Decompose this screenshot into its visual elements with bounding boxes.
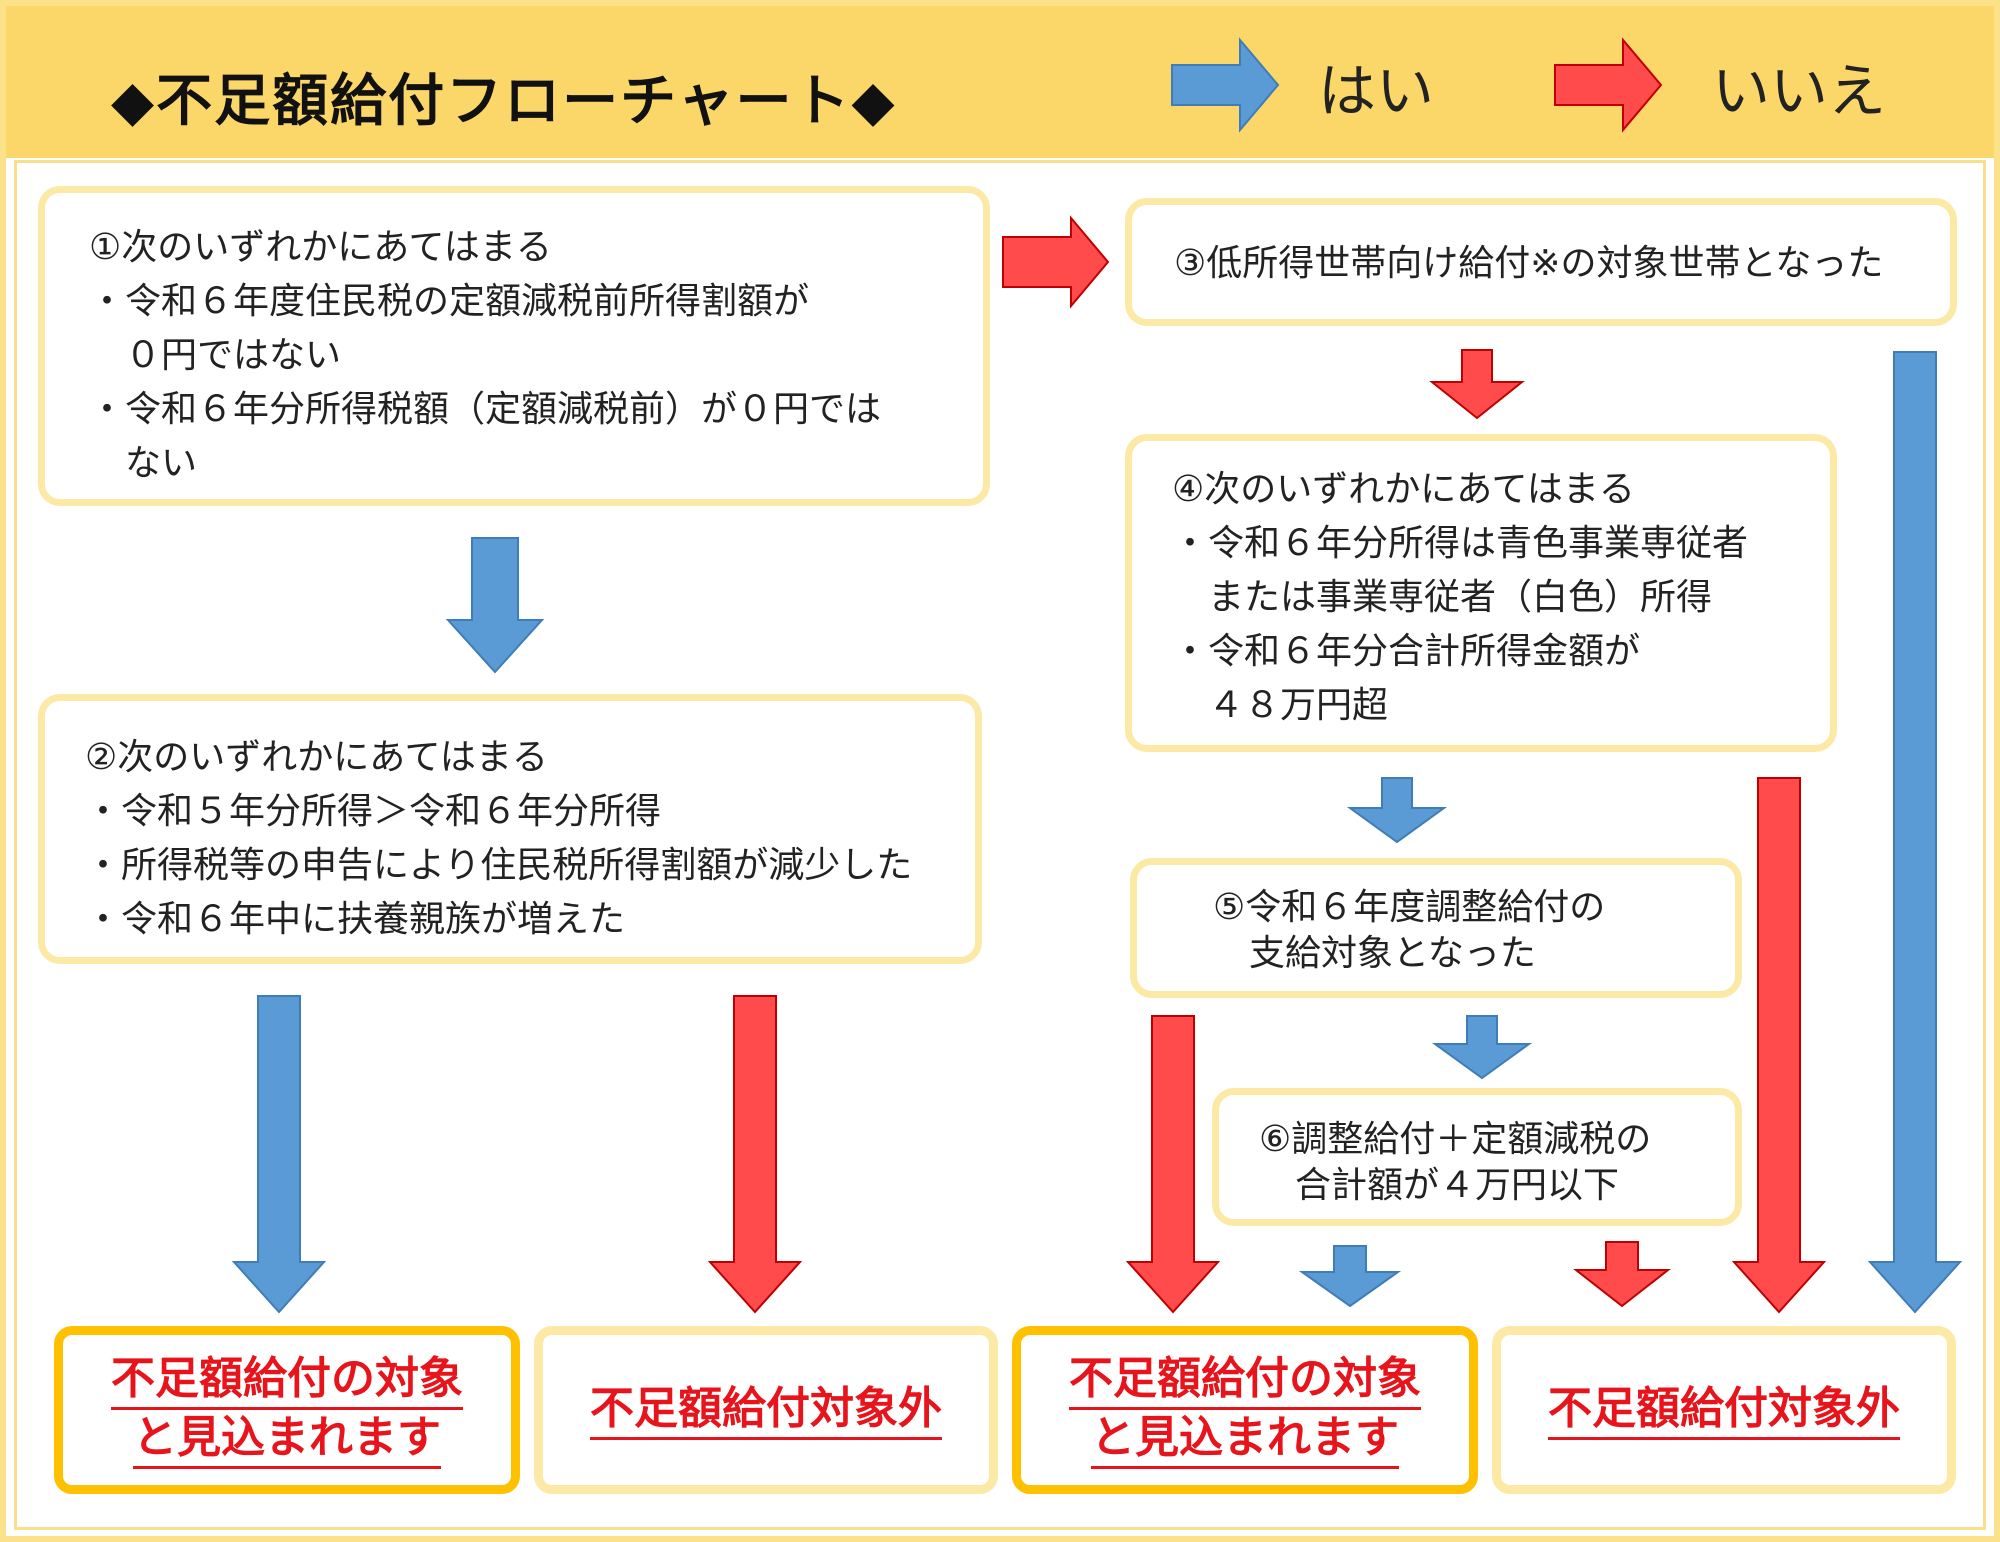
page-title: ◆不足額給付フローチャート◆ [111,69,897,134]
arrow-step5-to-step6 [1431,1015,1533,1080]
step-3-line: ③低所得世帯向け給付※の対象世帯となった [1174,243,1884,284]
step-5-box: ⑤令和６年度調整給付の 支給対象となった [1130,858,1742,998]
header-bar: ◆不足額給付フローチャート◆ [6,6,1994,158]
result-ineligible-box: 不足額給付対象外 [534,1326,998,1494]
result-eligible-text: 不足額給付の対象 [111,1351,463,1410]
arrow-step3-to-result4 [1867,351,1963,1314]
step-2-box: ②次のいずれかにあてはまる ・令和５年分所得＞令和６年分所得 ・所得税等の申告に… [38,694,982,964]
step-5-line: 支給対象となった [1213,933,1536,974]
result-ineligible-text: 不足額給付対象外 [590,1381,942,1440]
step-2-line: ・令和５年分所得＞令和６年分所得 [85,791,662,832]
result-eligible-text: と見込まれます [1091,1410,1399,1469]
step-1-box: ①次のいずれかにあてはまる ・令和６年度住民税の定額減税前所得割額が ０円ではな… [38,186,990,506]
legend-yes-arrow [1171,37,1280,133]
step-5-line: ⑤令和６年度調整給付の [1213,887,1606,928]
result-eligible-text: と見込まれます [133,1410,441,1469]
inner-frame [14,160,1986,1530]
step-1-line: ０円ではない [89,335,342,376]
arrow-step6-to-result3 [1298,1245,1402,1308]
arrow-step1-to-step3 [1002,215,1110,309]
arrow-step2-to-result2 [707,995,803,1314]
arrow-step3-to-step4 [1429,349,1525,420]
step-2-line: ・令和６年中に扶養親族が増えた [85,899,626,940]
step-1-line: ①次のいずれかにあてはまる [89,227,552,268]
step-6-box: ⑥調整給付＋定額減税の 合計額が４万円以下 [1212,1088,1742,1226]
arrow-step5-to-result3 [1125,1015,1221,1314]
result-eligible-box: 不足額給付の対象 と見込まれます [1012,1326,1478,1494]
step-6-line: ⑥調整給付＋定額減税の [1259,1119,1652,1160]
arrow-step2-to-result1 [231,995,327,1314]
step-4-line: ・令和６年分合計所得金額が [1172,631,1641,672]
result-eligible-box: 不足額給付の対象 と見込まれます [54,1326,520,1494]
step-2-line: ②次のいずれかにあてはまる [85,737,548,778]
step-4-line: または事業専従者（白色）所得 [1172,577,1713,618]
step-2-line: ・所得税等の申告により住民税所得割額が減少した [85,845,913,886]
step-4-box: ④次のいずれかにあてはまる ・令和６年分所得は青色事業専従者 または事業専従者（… [1125,434,1837,752]
legend-no-label: いいえ [1712,57,1887,125]
arrow-step1-to-step2 [445,537,545,674]
step-1-line: ・令和６年分所得税額（定額減税前）が０円では [89,389,882,430]
step-1-line: ・令和６年度住民税の定額減税前所得割額が [89,281,810,322]
result-eligible-text: 不足額給付の対象 [1069,1351,1421,1410]
arrow-step4-to-result4 [1731,777,1827,1314]
step-3-box: ③低所得世帯向け給付※の対象世帯となった [1125,198,1957,326]
step-4-line: ④次のいずれかにあてはまる [1172,469,1635,510]
result-ineligible-box: 不足額給付対象外 [1492,1326,1956,1494]
step-4-line: ・令和６年分所得は青色事業専従者 [1172,523,1749,564]
legend-no-arrow [1554,37,1663,133]
arrow-step4-to-step5 [1346,777,1448,844]
legend-yes-label: はい [1318,57,1435,125]
step-4-line: ４８万円超 [1172,685,1389,726]
result-ineligible-text: 不足額給付対象外 [1548,1381,1900,1440]
arrow-step6-to-result4 [1573,1241,1671,1308]
step-1-line: ない [89,443,198,484]
step-6-line: 合計額が４万円以下 [1259,1165,1620,1206]
